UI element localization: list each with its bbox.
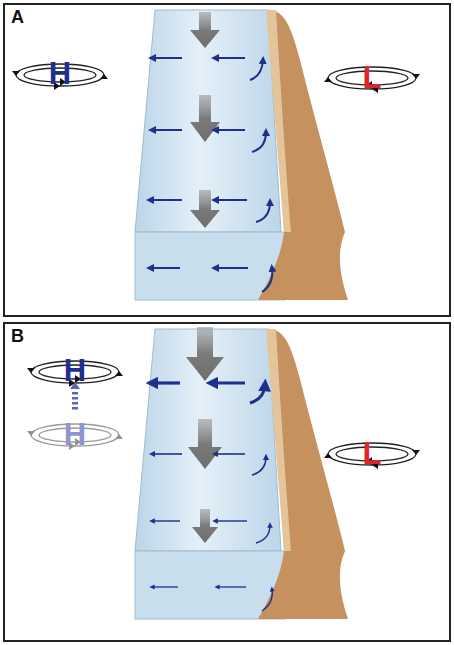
panel-letter: B: [11, 326, 24, 347]
wind-arrows: [190, 12, 220, 228]
shift-arrow: [70, 382, 80, 410]
ekman-arrows: [152, 383, 272, 611]
pressure-label: L: [363, 62, 382, 93]
panel-frame: A: [3, 3, 451, 317]
pressure-label: H: [64, 355, 86, 386]
pressure-label: H: [49, 58, 71, 89]
ekman-arrows: [150, 58, 272, 292]
wind-arrows: [186, 327, 224, 543]
ocean-block: [135, 10, 348, 300]
panel-letter: A: [11, 7, 24, 28]
ocean-block: [135, 329, 348, 619]
pressure-label: H: [64, 419, 86, 450]
pressure-label: L: [363, 438, 382, 469]
